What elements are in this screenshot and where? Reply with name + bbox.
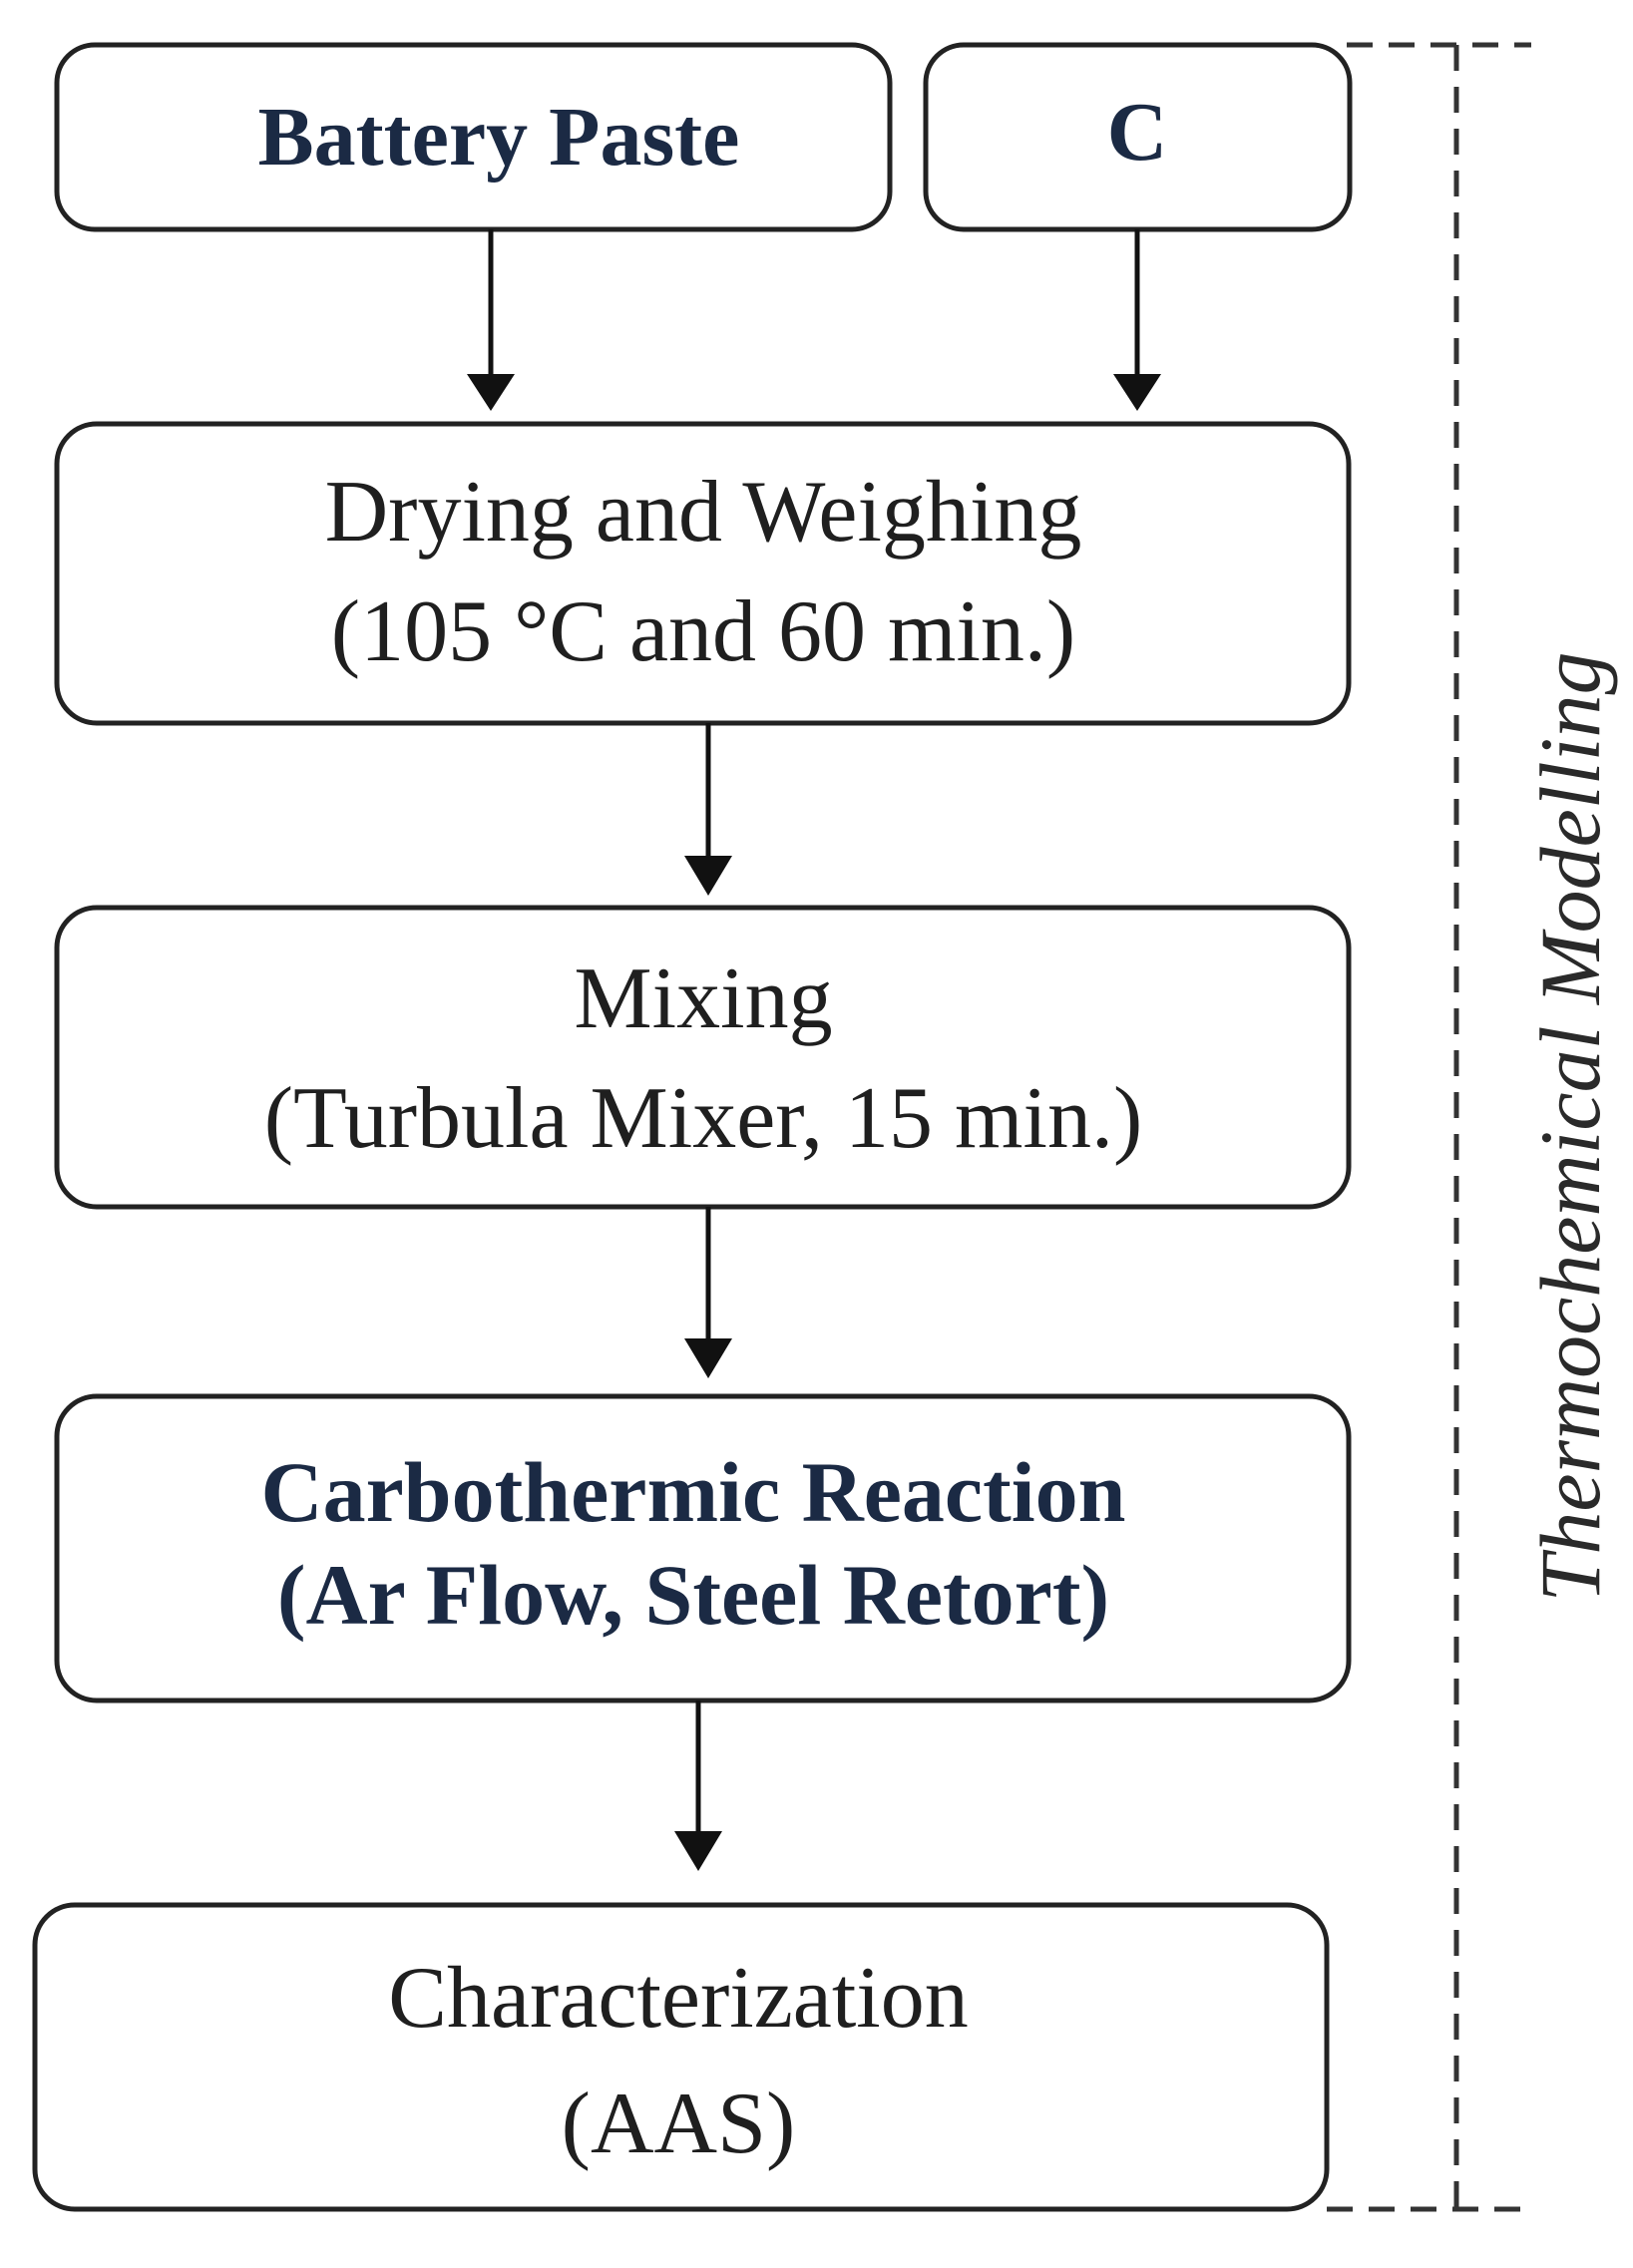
carbothermic-node: Carbothermic Reaction (Ar Flow, Steel Re… — [54, 1393, 1352, 1703]
characterization-title: Characterization — [388, 1950, 968, 2047]
carbon-node: C — [923, 42, 1353, 232]
arrow-mixing-to-carbothermic — [684, 1207, 732, 1378]
mixing-node: Mixing (Turbula Mixer, 15 min.) — [54, 905, 1352, 1210]
arrow-drying-to-mixing — [684, 723, 732, 896]
drying-box — [54, 421, 1352, 726]
carbothermic-detail: (Ar Flow, Steel Retort) — [277, 1547, 1109, 1643]
battery-paste-label: Battery Paste — [258, 91, 740, 184]
mixing-box — [54, 905, 1352, 1210]
carbon-label: C — [1107, 86, 1168, 179]
battery-paste-node: Battery Paste — [54, 42, 893, 232]
drying-detail: (105 °C and 60 min.) — [331, 583, 1075, 680]
arrow-carbon-to-drying — [1113, 229, 1161, 411]
characterization-box — [32, 1902, 1330, 2212]
battery-paste-box — [54, 42, 893, 232]
drying-node: Drying and Weighing (105 °C and 60 min.) — [54, 421, 1352, 726]
carbothermic-title: Carbothermic Reaction — [261, 1444, 1126, 1540]
thermochemical-bracket: Thermochemical Modelling — [1327, 42, 1618, 2212]
carbothermic-box — [54, 1393, 1352, 1703]
mixing-title: Mixing — [574, 950, 832, 1047]
characterization-node: Characterization (AAS) — [32, 1902, 1330, 2212]
mixing-detail: (Turbula Mixer, 15 min.) — [264, 1070, 1143, 1167]
characterization-detail: (AAS) — [562, 2076, 796, 2172]
arrow-carbothermic-to-characterization — [674, 1701, 722, 1871]
drying-title: Drying and Weighing — [325, 464, 1082, 561]
thermochemical-modelling-label: Thermochemical Modelling — [1522, 652, 1618, 1603]
arrow-battery-to-drying — [467, 229, 515, 411]
